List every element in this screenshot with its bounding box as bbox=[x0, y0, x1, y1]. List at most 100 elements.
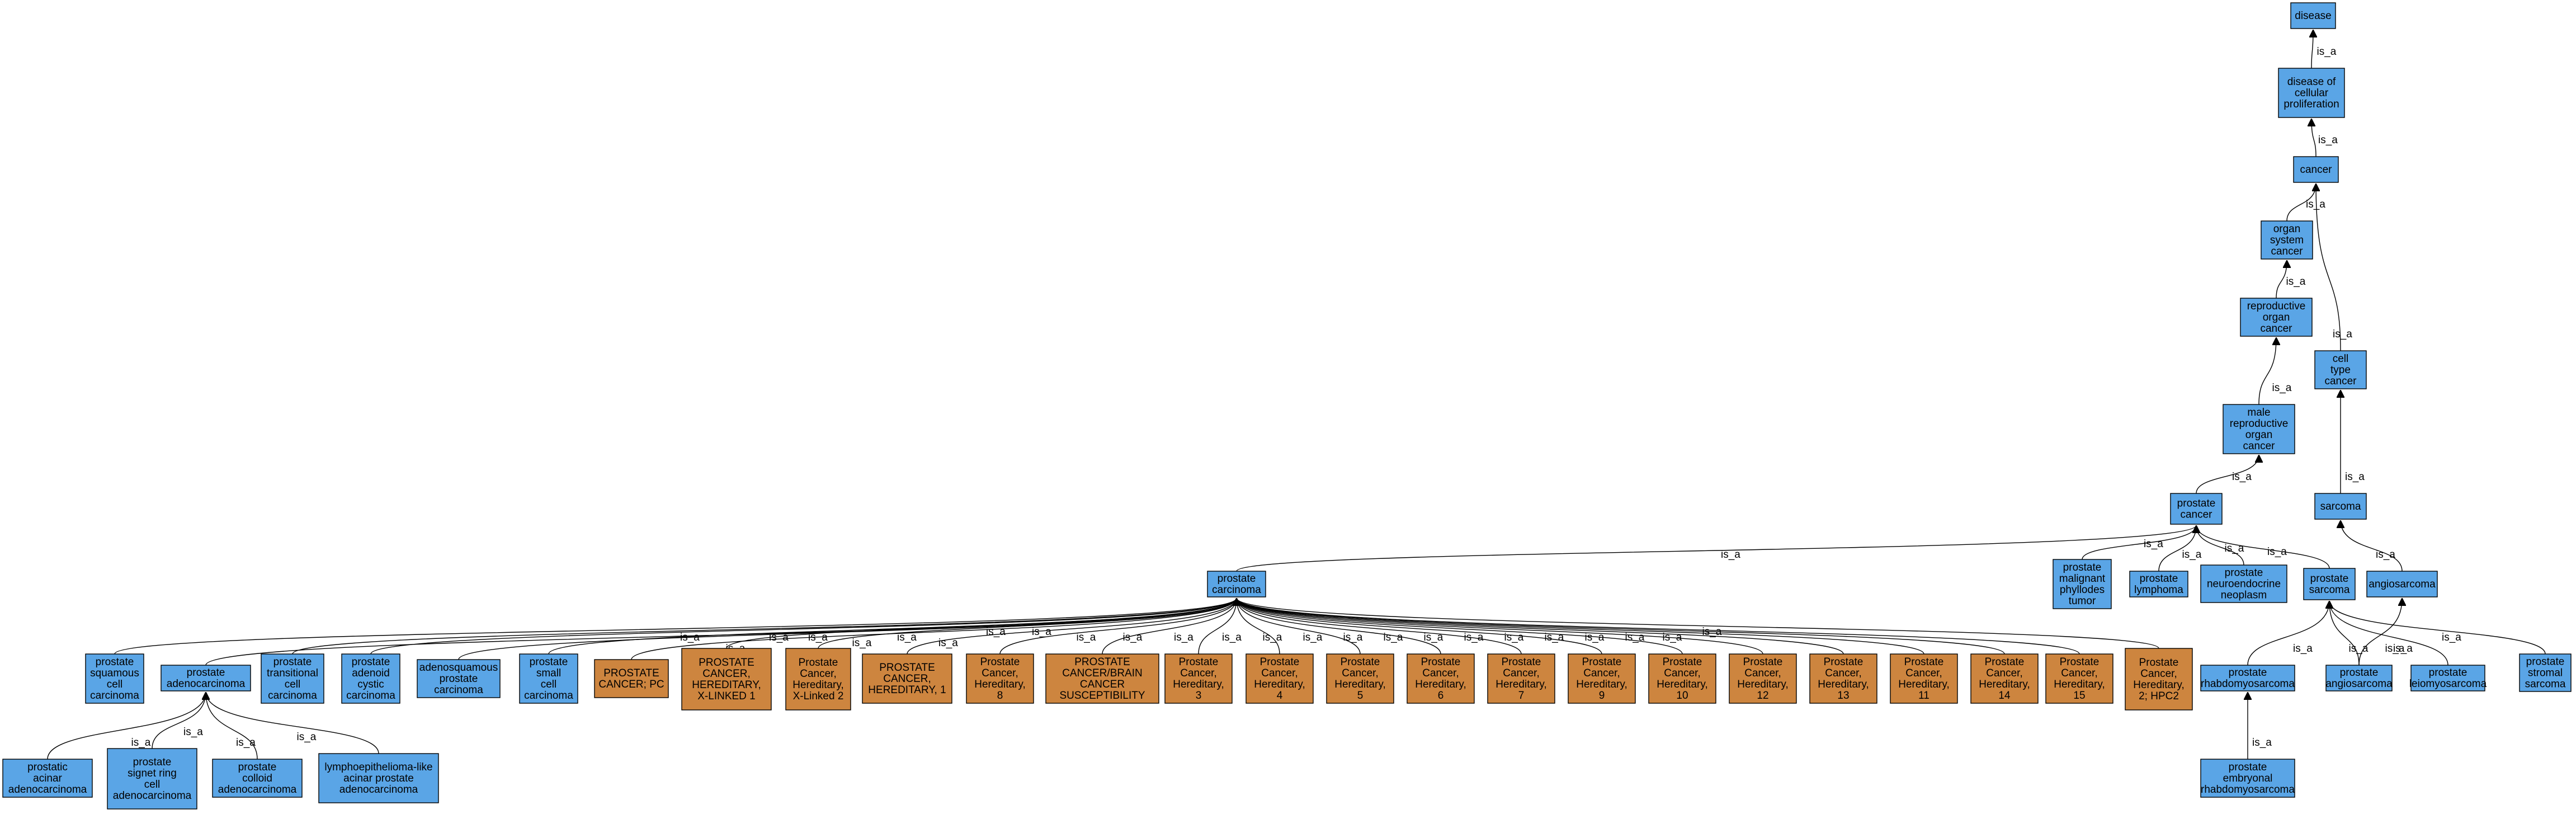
edge-label: is_a bbox=[2306, 199, 2325, 210]
node-label: disease bbox=[2295, 10, 2332, 22]
edges-layer: is_a is_a is_a is_a is_a is_a is_a is_a is_a is_a… bbox=[47, 30, 2546, 760]
node-box bbox=[2278, 68, 2345, 118]
node-cancer[interactable]: cancer bbox=[2293, 156, 2339, 183]
edge-label: is_a bbox=[1263, 632, 1282, 643]
edge-prostate-signet-ring-cell-adenocarcinoma-to-prostate-adenocarcinoma: is_a bbox=[152, 692, 206, 749]
edge-label: is_a bbox=[1424, 632, 1443, 643]
edge-omim-h15-to-prostate-carcinoma: is_a bbox=[1237, 597, 2080, 655]
node-box bbox=[1648, 653, 1716, 704]
node-box bbox=[1970, 653, 2039, 704]
edge-label: is_a bbox=[852, 637, 872, 649]
node-box bbox=[212, 759, 303, 798]
edge-label: is_a bbox=[1504, 632, 1524, 643]
node-box bbox=[2325, 665, 2393, 691]
node-box bbox=[594, 659, 669, 698]
node-disease[interactable]: disease bbox=[2290, 2, 2336, 29]
node-box bbox=[2200, 564, 2287, 603]
edge-label: is_a bbox=[2272, 382, 2292, 394]
node-box bbox=[2303, 568, 2356, 600]
node-sarcoma[interactable]: sarcoma bbox=[2314, 493, 2367, 520]
edge-label: is_a bbox=[2393, 643, 2413, 655]
node-box bbox=[2, 759, 93, 798]
edge-label: is_a bbox=[1721, 549, 1740, 561]
edge-omim-h6-to-prostate-carcinoma: is_a bbox=[1237, 598, 1441, 655]
edge-omim-h10-to-prostate-carcinoma: is_a bbox=[1237, 598, 1683, 655]
node-label: cancer bbox=[2300, 164, 2332, 176]
node-angiosarcoma-top[interactable]: angiosarcoma bbox=[2366, 571, 2438, 597]
edge-label: is_a bbox=[1303, 632, 1323, 643]
node-box bbox=[2200, 759, 2295, 798]
node-box bbox=[785, 648, 851, 711]
edge-label: is_a bbox=[1343, 632, 1363, 643]
edge-label: is_a bbox=[2345, 471, 2365, 483]
node-box bbox=[2314, 350, 2367, 389]
node-box bbox=[2223, 404, 2295, 454]
node-box bbox=[1568, 653, 1636, 704]
node-box bbox=[2170, 493, 2223, 525]
edge-label: is_a bbox=[1384, 632, 1403, 643]
node-box bbox=[1890, 653, 1958, 704]
edge-prostate-stromal-sarcoma-to-prostate-sarcoma: is_a bbox=[2329, 601, 2546, 655]
node-box bbox=[2200, 665, 2295, 691]
